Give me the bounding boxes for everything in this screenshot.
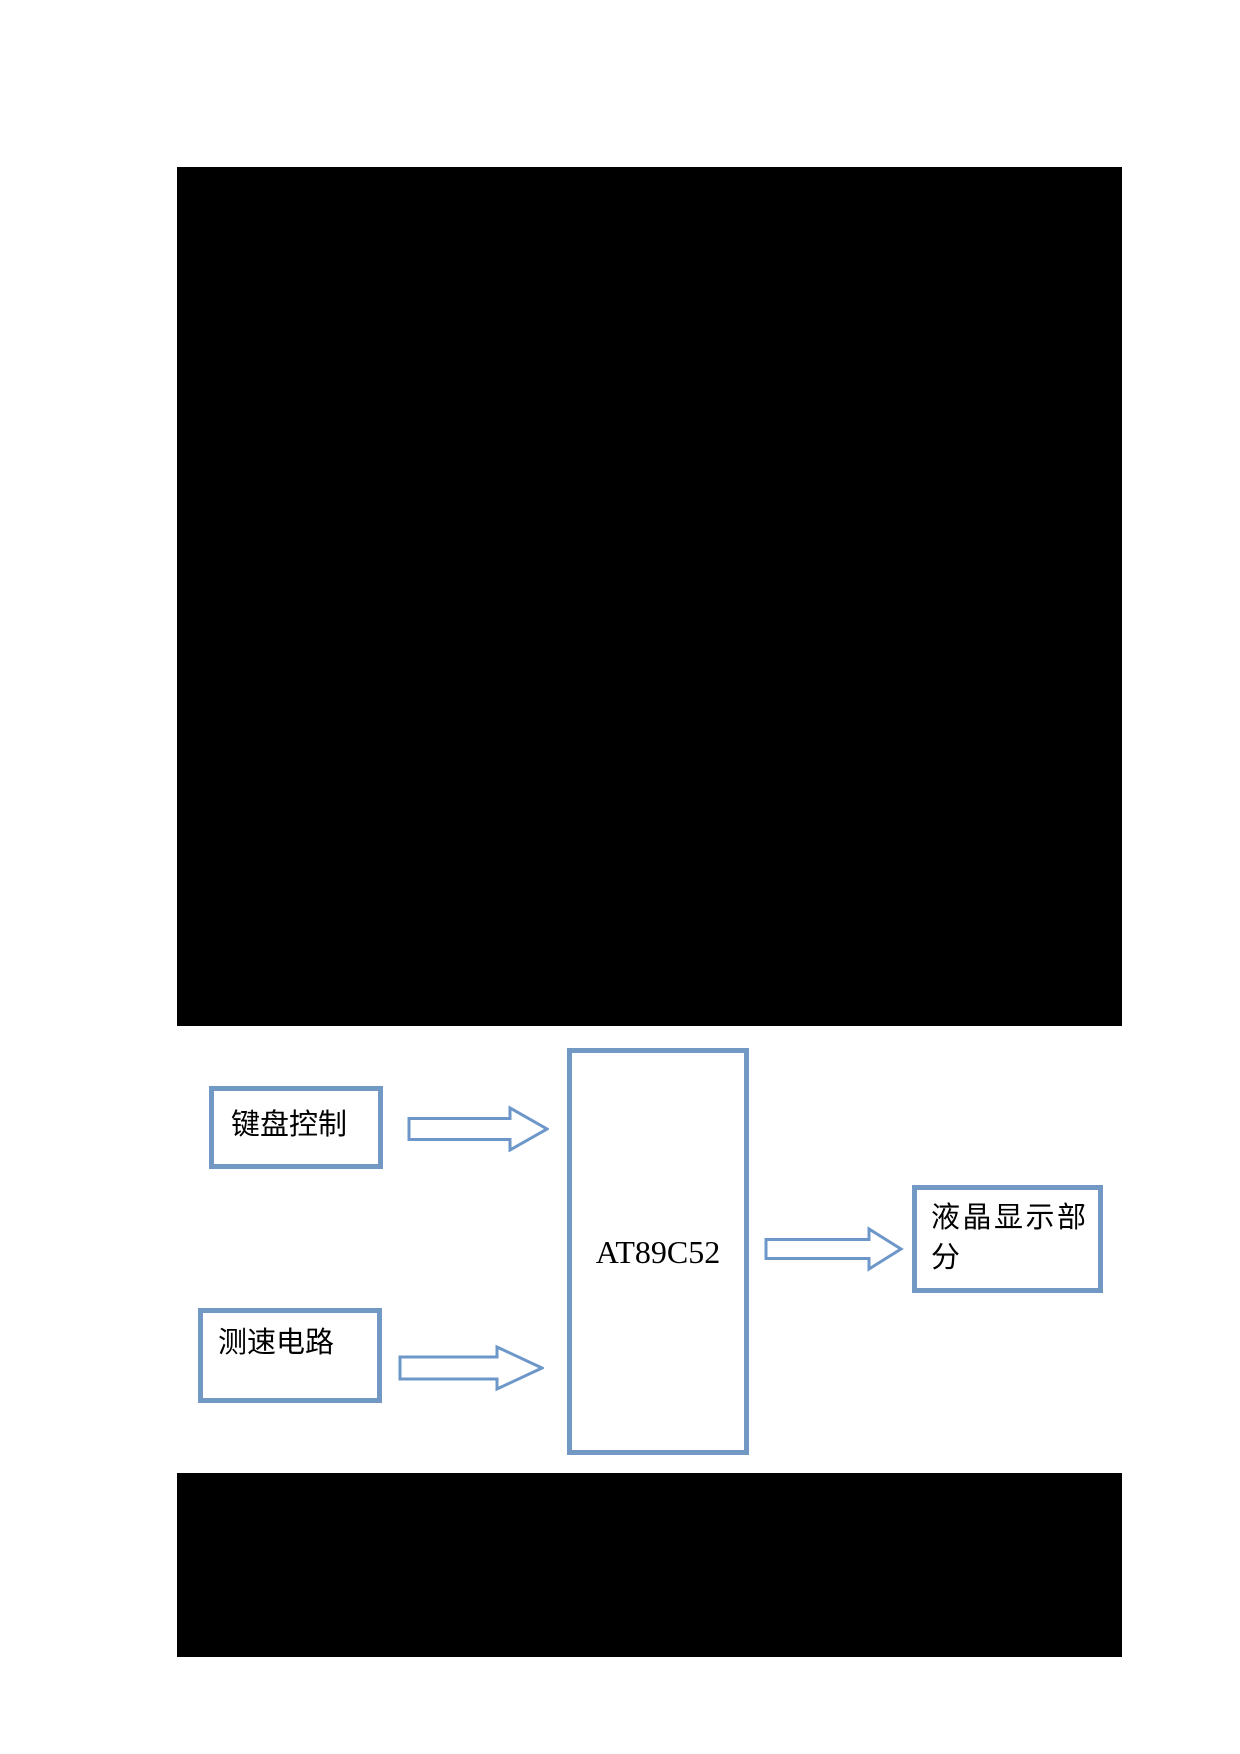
node-speed-circuit-label: 测速电路 [218, 1327, 335, 1359]
node-mcu-at89c52: AT89C52 [567, 1048, 749, 1455]
node-lcd-display-label: 液晶显示部分 [931, 1202, 1086, 1274]
node-lcd-display: 液晶显示部分 [912, 1185, 1103, 1293]
node-keyboard-control: 键盘控制 [209, 1086, 383, 1169]
arrow-speed-to-mcu-icon [398, 1344, 544, 1392]
top-image-placeholder [177, 167, 1122, 1026]
node-speed-circuit: 测速电路 [198, 1308, 382, 1403]
arrow-speed-to-mcu-shape [398, 1344, 544, 1392]
arrow-keyboard-to-mcu-shape [407, 1105, 549, 1152]
bottom-image-placeholder [177, 1473, 1122, 1657]
arrow-mcu-to-lcd-icon [764, 1226, 904, 1272]
node-keyboard-control-label: 键盘控制 [231, 1109, 348, 1141]
arrow-keyboard-to-mcu-icon [407, 1105, 549, 1152]
node-mcu-at89c52-label: AT89C52 [595, 1233, 721, 1270]
arrow-mcu-to-lcd-shape [764, 1226, 904, 1272]
